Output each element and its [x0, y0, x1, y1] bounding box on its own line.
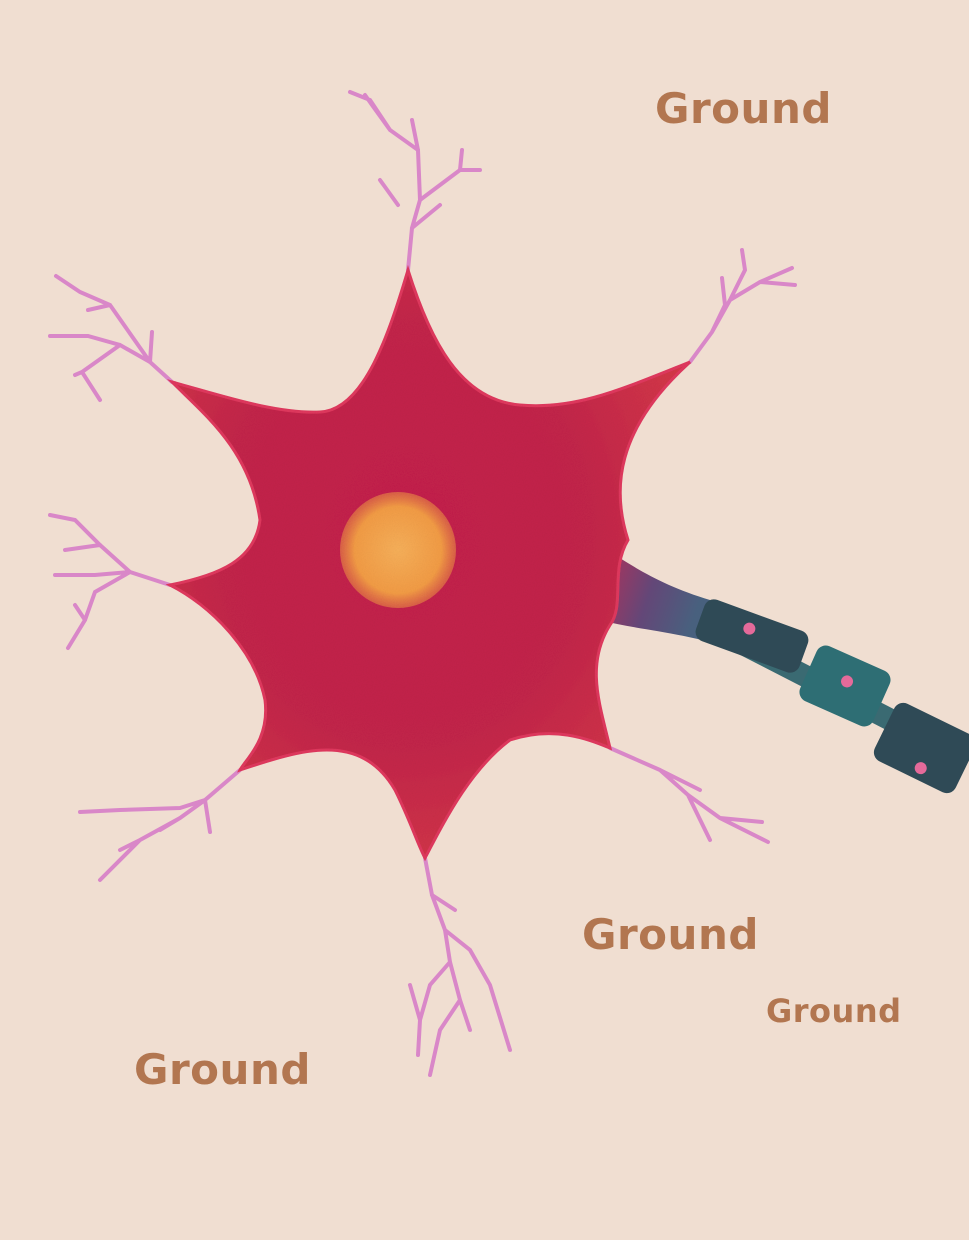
nucleus [340, 492, 456, 608]
myelin-sheath-2 [799, 645, 891, 727]
node-dot-2 [841, 675, 854, 688]
ground-label: Ground [582, 910, 759, 959]
dendrite-upper-left [48, 274, 174, 402]
node-dot-3 [914, 762, 927, 775]
dendrite-lower-right [608, 746, 770, 844]
myelin-sheath-1 [695, 599, 809, 673]
dendrite-lower-left [78, 768, 242, 882]
dendrite-left [48, 513, 172, 650]
dendrite-bottom [408, 856, 512, 1077]
dendrite-upper-right [688, 248, 797, 364]
myelin-sheath-3 [873, 702, 969, 794]
ground-label: Ground [655, 84, 832, 133]
node-dot-1 [743, 622, 756, 635]
dendrites [48, 90, 797, 1077]
axon-hillock [600, 545, 710, 640]
dendrite-top [348, 90, 482, 272]
ground-label: Ground [134, 1045, 311, 1094]
ground-label: Ground [766, 992, 902, 1030]
myelinated-axon [694, 599, 969, 794]
